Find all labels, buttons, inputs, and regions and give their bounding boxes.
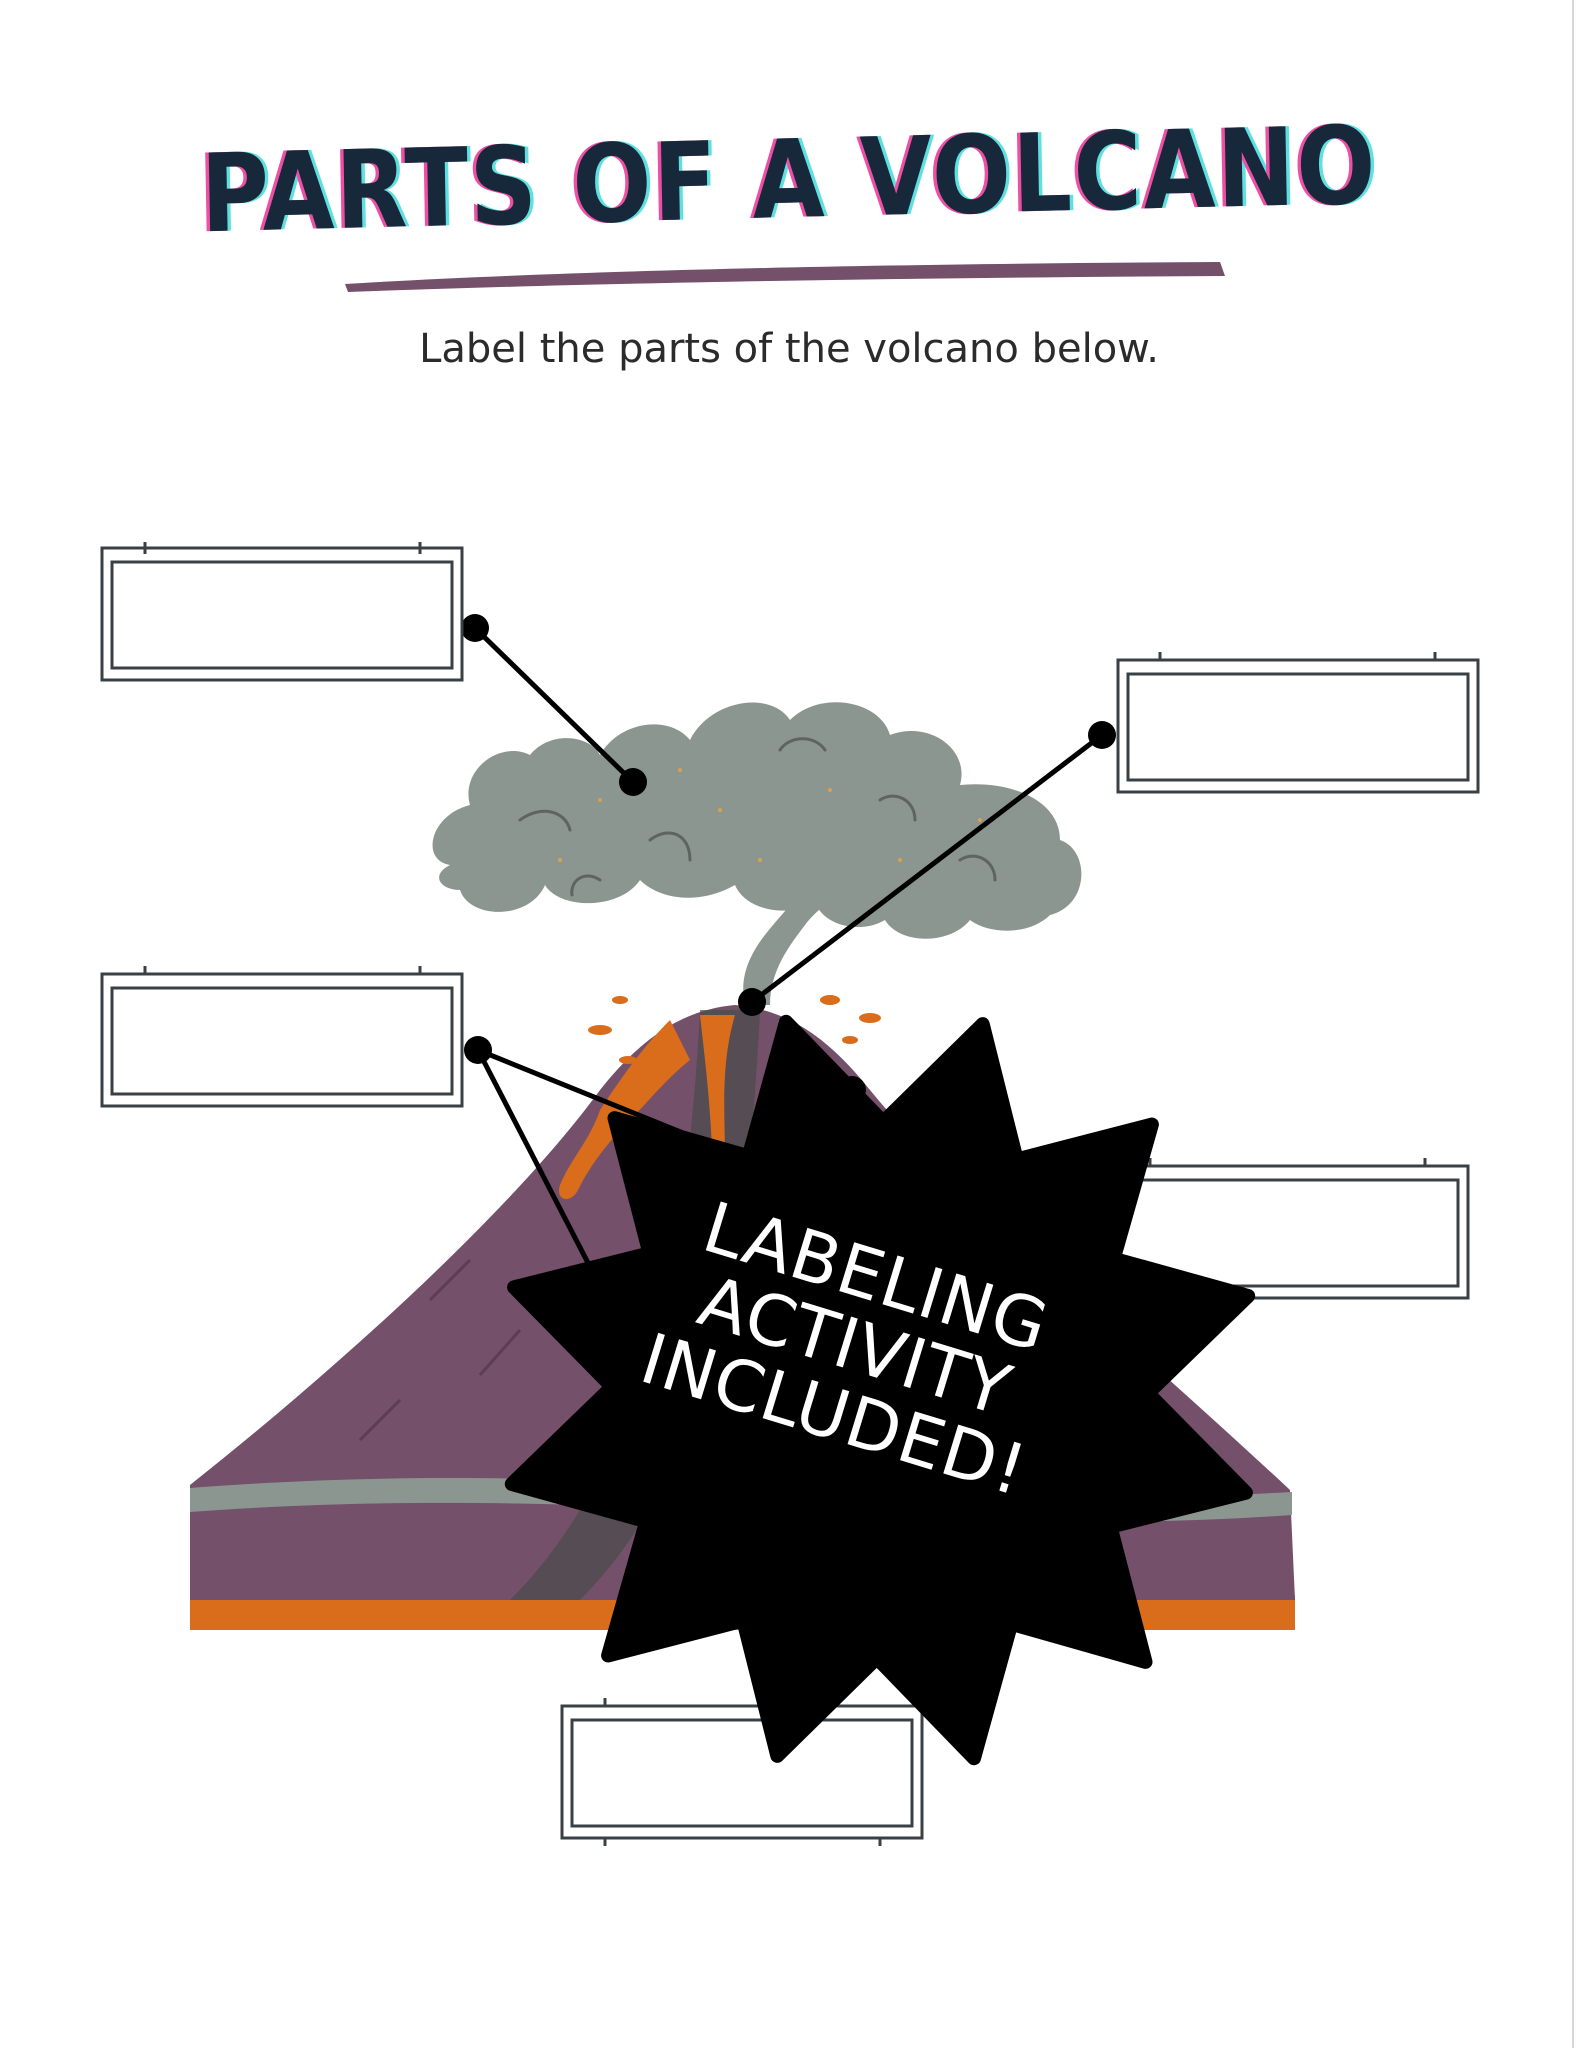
label-box-2[interactable] bbox=[1116, 652, 1480, 794]
leader-point-vent-box bbox=[1088, 721, 1116, 749]
ash-cloud bbox=[432, 702, 1082, 939]
page-edge bbox=[1572, 0, 1574, 2048]
leader-point-ash bbox=[461, 614, 489, 642]
starburst-badge bbox=[504, 1014, 1256, 1766]
leader-point-crater-box bbox=[464, 1036, 492, 1064]
label-box-3[interactable] bbox=[100, 966, 464, 1108]
label-box-5[interactable] bbox=[560, 1698, 924, 1846]
title-underline bbox=[345, 262, 1225, 292]
leader-point-vent bbox=[738, 988, 766, 1016]
label-box-1[interactable] bbox=[100, 542, 464, 682]
label-box-4[interactable] bbox=[1106, 1158, 1470, 1300]
leader-point-cloud bbox=[619, 768, 647, 796]
instructions: Label the parts of the volcano below. bbox=[419, 326, 1159, 372]
